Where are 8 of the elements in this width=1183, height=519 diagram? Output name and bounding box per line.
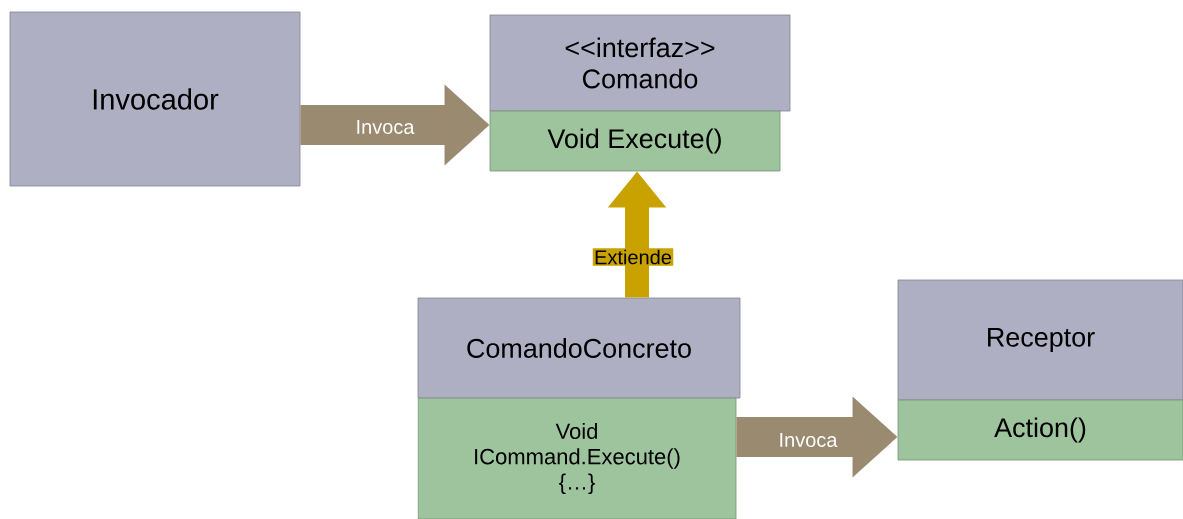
method-box: Void Execute()	[489, 110, 781, 172]
class-header-box: <<interfaz>> Comando	[489, 14, 791, 112]
class-box: Invocador	[9, 11, 301, 187]
method-box: Void ICommand.Execute() {…}	[417, 397, 737, 519]
method-box: Action()	[897, 399, 1183, 461]
class-header-box: ComandoConcreto	[417, 297, 741, 399]
edge-label: Extiende	[592, 248, 674, 266]
class-header-box: Receptor	[897, 279, 1183, 401]
